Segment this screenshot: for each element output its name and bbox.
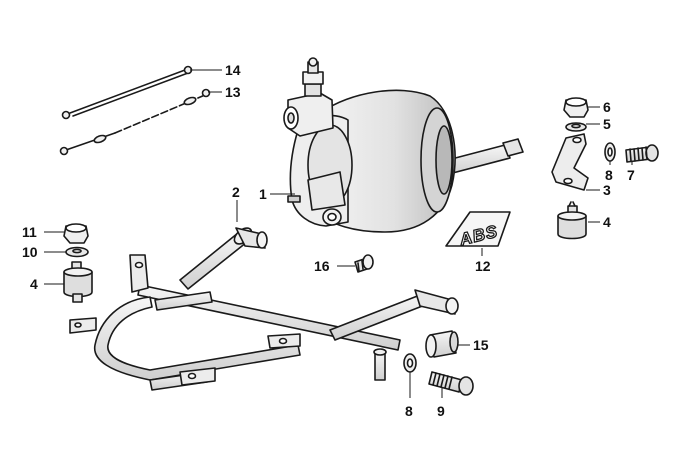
- callout-8-upper: 8: [605, 167, 613, 183]
- washer-part-8-lower: [403, 353, 417, 373]
- nut-part-6: [563, 97, 589, 118]
- frame-part-2: [69, 227, 459, 391]
- callout-3: 3: [603, 182, 611, 198]
- bolt-part-9: [428, 371, 474, 396]
- callout-4-right: 4: [603, 214, 611, 230]
- callout-12: 12: [475, 258, 491, 274]
- rubber-mount-part-4-right: [557, 201, 587, 240]
- callout-16: 16: [314, 258, 330, 274]
- washer-part-10: [65, 246, 89, 258]
- cable-part-14: [61, 65, 193, 120]
- cable-part-13: [59, 88, 211, 156]
- washer-part-8-upper: [604, 142, 616, 162]
- callout-1: 1: [259, 186, 267, 202]
- callout-4-left: 4: [30, 276, 38, 292]
- sleeve-part-15: [425, 330, 459, 358]
- bolt-part-7: [625, 144, 659, 163]
- callout-10: 10: [22, 244, 38, 260]
- pressure-modulator-part-1: [283, 57, 524, 233]
- callout-labels: 14 13 6 5 8 7 3 4 1 2 11 10 4 16 12 15 8…: [22, 62, 635, 419]
- callout-8-lower: 8: [405, 403, 413, 419]
- callout-7: 7: [627, 167, 635, 183]
- callout-11: 11: [22, 224, 37, 240]
- washer-part-5: [565, 122, 587, 132]
- callout-6: 6: [603, 99, 611, 115]
- bracket-part-3: [551, 133, 589, 191]
- rubber-mount-part-4-left: [63, 261, 93, 303]
- abs-badge-part-12: ABS: [445, 211, 511, 250]
- nut-part-11: [63, 223, 89, 244]
- fitting-part-16: [354, 254, 374, 273]
- callout-2: 2: [232, 184, 240, 200]
- callout-14: 14: [225, 62, 241, 78]
- callout-15: 15: [473, 337, 489, 353]
- leader-lines: [44, 69, 633, 398]
- callout-13: 13: [225, 84, 241, 100]
- callout-9: 9: [437, 403, 445, 419]
- callout-5: 5: [603, 116, 611, 132]
